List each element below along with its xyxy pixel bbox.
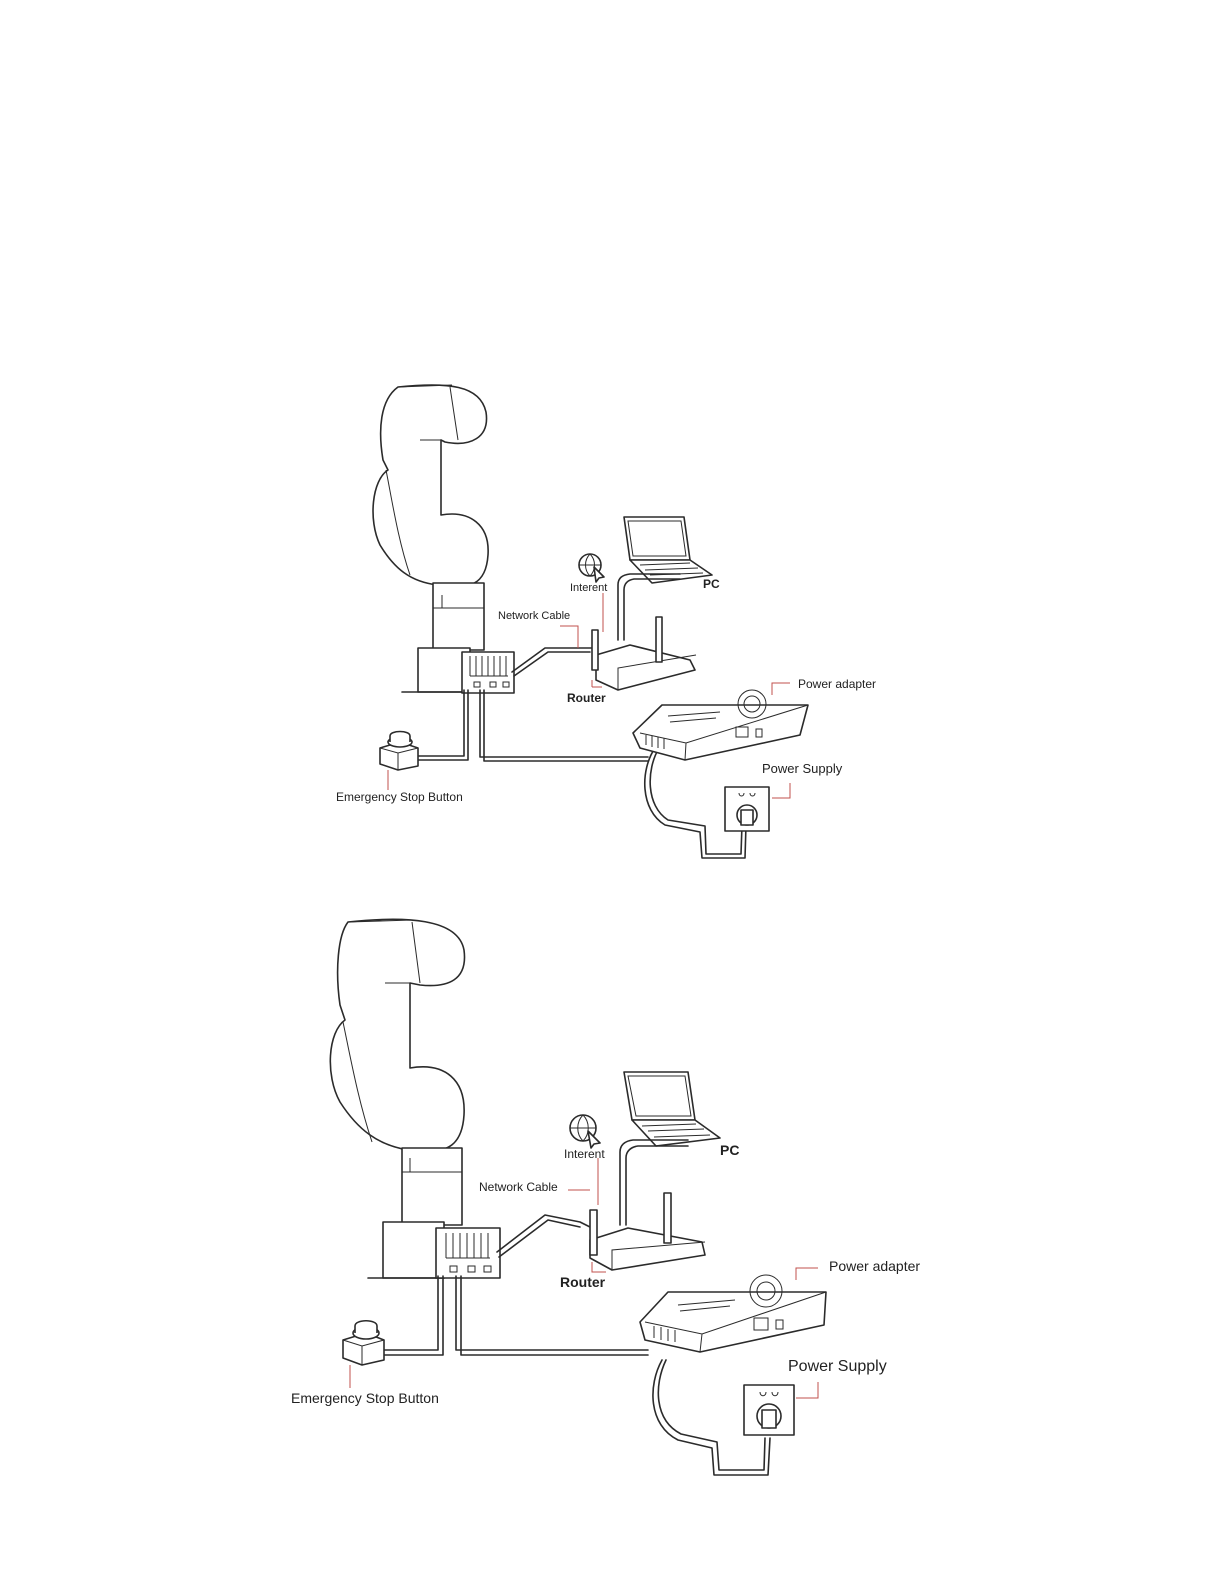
label-power-adapter: Power adapter — [829, 1258, 920, 1274]
power-adapter — [633, 683, 808, 760]
label-router: Router — [567, 691, 606, 705]
setup-diagram-2: Interent PC Network Cable Router Power a… — [291, 919, 920, 1475]
router — [592, 574, 696, 690]
emergency-stop-button — [380, 732, 418, 791]
label-power-supply: Power Supply — [788, 1358, 887, 1375]
label-internet: Interent — [564, 1147, 605, 1161]
label-emergency-stop: Emergency Stop Button — [291, 1390, 439, 1406]
label-power-supply: Power Supply — [762, 761, 843, 776]
setup-diagram-1: Interent PC Network Cable Router Power a… — [336, 385, 876, 858]
laptop-pc — [624, 1072, 720, 1146]
network-cable-leader — [560, 626, 578, 648]
internet-globe-icon — [570, 1115, 600, 1148]
label-pc: PC — [720, 1142, 739, 1158]
router — [590, 1140, 705, 1272]
label-network-cable: Network Cable — [479, 1180, 558, 1194]
label-internet: Interent — [570, 582, 607, 594]
power-socket — [725, 783, 790, 831]
emergency-stop-button — [343, 1321, 384, 1388]
robot-arm — [373, 385, 488, 692]
laptop-pc — [624, 517, 712, 583]
control-box — [436, 1228, 500, 1278]
control-box — [462, 652, 514, 693]
label-pc: PC — [703, 577, 720, 591]
label-emergency-stop: Emergency Stop Button — [336, 790, 463, 804]
label-network-cable: Network Cable — [498, 610, 570, 622]
power-socket — [744, 1382, 818, 1435]
label-power-adapter: Power adapter — [798, 677, 876, 691]
label-router: Router — [560, 1274, 606, 1290]
robot-arm — [330, 919, 464, 1278]
power-adapter — [640, 1268, 826, 1352]
internet-globe-icon — [579, 554, 604, 582]
